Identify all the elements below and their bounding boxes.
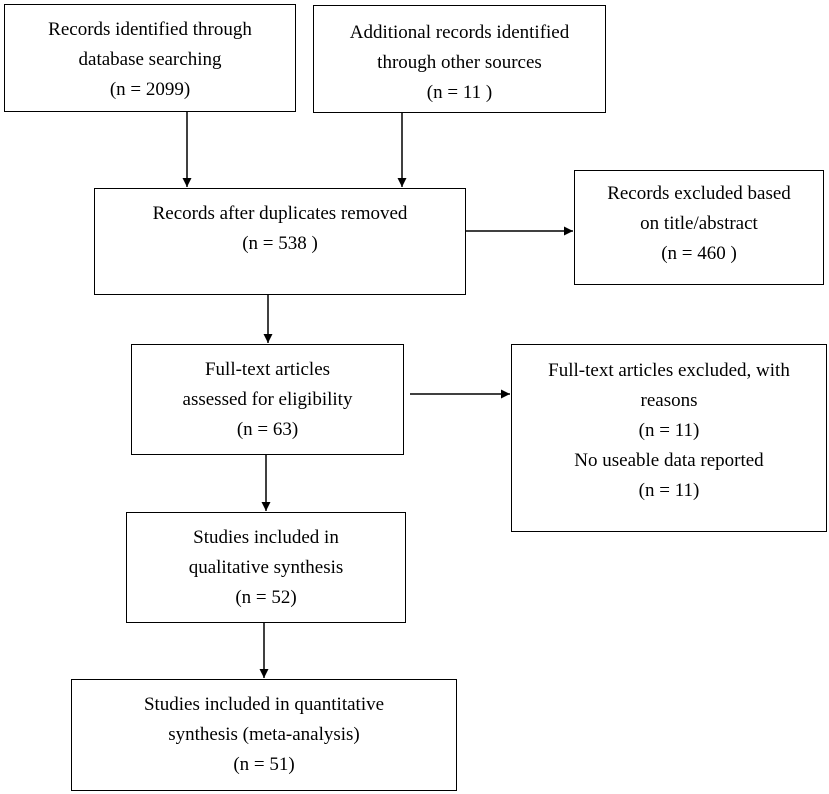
box-line: on title/abstract xyxy=(640,213,758,234)
box-line: Additional records identified xyxy=(349,22,570,43)
box-line: assessed for eligibility xyxy=(182,389,353,410)
box-records-identified: Records identified through database sear… xyxy=(4,4,296,112)
box-count: (n = 11 ) xyxy=(426,82,493,103)
box-line: reasons xyxy=(640,390,698,411)
box-count: (n = 51) xyxy=(233,754,295,775)
box-count: (n = 52) xyxy=(235,587,297,608)
box-fulltext-excluded: Full-text articles excluded, with reason… xyxy=(511,344,827,532)
box-count: (n = 11) xyxy=(638,420,700,441)
box-count: (n = 460 ) xyxy=(661,243,737,264)
box-line: Full-text articles xyxy=(204,359,331,380)
box-count: (n = 11) xyxy=(638,480,700,501)
box-fulltext-assessed: Full-text articles assessed for eligibil… xyxy=(131,344,404,455)
box-line: Records after duplicates removed xyxy=(152,203,408,224)
box-line: Records identified through xyxy=(48,19,252,40)
box-excluded-title-abstract: Records excluded based on title/abstract… xyxy=(574,170,824,285)
box-line: through other sources xyxy=(377,52,542,73)
box-line: database searching xyxy=(78,49,222,70)
box-count: (n = 538 ) xyxy=(242,233,318,254)
box-line: qualitative synthesis xyxy=(188,557,344,578)
box-line: Studies included in xyxy=(193,527,339,548)
box-additional-records: Additional records identified through ot… xyxy=(313,5,606,113)
box-line: synthesis (meta-analysis) xyxy=(168,724,360,745)
box-qualitative-synthesis: Studies included in qualitative synthesi… xyxy=(126,512,406,623)
box-count: (n = 63) xyxy=(236,419,299,440)
box-after-duplicates: Records after duplicates removed (n = 53… xyxy=(94,188,466,295)
box-line: Full-text articles excluded, with xyxy=(548,360,790,381)
box-line: Studies included in quantitative xyxy=(143,694,385,715)
box-line: Records excluded based xyxy=(607,183,791,204)
box-line: No useable data reported xyxy=(574,450,764,471)
box-count: (n = 2099) xyxy=(109,79,191,100)
box-quantitative-synthesis: Studies included in quantitative synthes… xyxy=(71,679,457,791)
